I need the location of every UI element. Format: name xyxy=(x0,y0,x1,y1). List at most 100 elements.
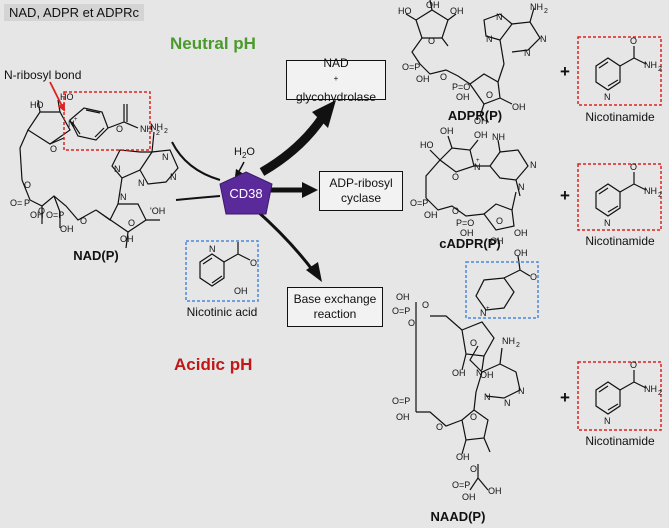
nicotinamide-highlight-box xyxy=(63,91,151,151)
svg-text:O: O xyxy=(422,300,429,310)
cadpr-structure xyxy=(425,135,529,231)
svg-text:N: N xyxy=(518,386,525,396)
nicotinamide-label-1: Nicotinamide xyxy=(585,110,655,124)
svg-text:N: N xyxy=(170,172,177,182)
svg-text:O: O xyxy=(50,144,57,154)
svg-text:+: + xyxy=(476,158,480,164)
svg-text:NH: NH xyxy=(644,384,657,394)
svg-text:P=O: P=O xyxy=(456,218,474,228)
svg-text:O: O xyxy=(496,216,503,226)
svg-text:+: + xyxy=(74,117,78,123)
svg-text:OH: OH xyxy=(450,6,464,16)
svg-text:O=P: O=P xyxy=(392,306,410,316)
base-exchange-box: Base exchange reaction xyxy=(287,287,383,327)
svg-text:N: N xyxy=(138,178,145,188)
arrow-to-glycohydrolase xyxy=(259,115,326,176)
svg-text:O: O xyxy=(38,206,45,216)
svg-text:O: O xyxy=(486,90,493,100)
nicotinamide-label-3: Nicotinamide xyxy=(585,434,655,448)
svg-text:'OH: 'OH xyxy=(150,206,165,216)
svg-text:O: O xyxy=(436,422,443,432)
n-ribosyl-bond-label: N-ribosyl bond xyxy=(4,68,82,82)
svg-text:OH: OH xyxy=(60,224,74,234)
svg-text:O: O xyxy=(250,258,257,268)
svg-text:N: N xyxy=(604,416,611,426)
svg-text:O: O xyxy=(530,272,537,282)
naadp-label: NAAD(P) xyxy=(430,509,486,524)
svg-text:2: 2 xyxy=(658,390,662,397)
neutral-ph-label: Neutral pH xyxy=(170,34,256,53)
svg-text:2: 2 xyxy=(658,66,662,73)
svg-text:OH: OH xyxy=(514,248,528,258)
svg-text:NH: NH xyxy=(644,60,657,70)
svg-text:OH: OH xyxy=(424,210,438,220)
plus-sign-3: + xyxy=(560,388,570,407)
svg-text:+: + xyxy=(486,306,490,312)
svg-text:2: 2 xyxy=(164,128,168,135)
bond-pointer-arrow xyxy=(49,81,65,112)
svg-text:O: O xyxy=(630,162,637,172)
svg-text:OH: OH xyxy=(426,0,440,10)
svg-text:N: N xyxy=(530,160,537,170)
svg-text:N: N xyxy=(209,244,216,254)
svg-text:NH: NH xyxy=(502,336,515,346)
svg-text:N: N xyxy=(486,34,493,44)
svg-text:O=P: O=P xyxy=(46,210,64,220)
svg-text:P: P xyxy=(24,198,30,208)
figure-title: NAD, ADPR et ADPRc xyxy=(4,4,145,21)
svg-text:OH: OH xyxy=(490,236,504,246)
svg-text:N: N xyxy=(68,119,75,129)
svg-text:OH: OH xyxy=(120,234,134,244)
svg-text:O=P: O=P xyxy=(452,480,470,490)
water-label: H2O xyxy=(234,146,255,160)
svg-text:OH: OH xyxy=(460,228,474,238)
enzyme-label: CD38 xyxy=(229,186,263,201)
svg-text:OH: OH xyxy=(416,74,430,84)
svg-text:OH: OH xyxy=(396,292,410,302)
glycohydrolase-box: NAD+ glycohydrolase xyxy=(286,56,386,104)
svg-text:2: 2 xyxy=(516,342,520,349)
svg-text:NH: NH xyxy=(492,132,505,142)
svg-text:HO: HO xyxy=(398,6,412,16)
svg-text:O: O xyxy=(452,172,459,182)
svg-text:OH: OH xyxy=(396,412,410,422)
svg-text:N: N xyxy=(604,92,611,102)
svg-text:N: N xyxy=(504,398,511,408)
svg-text:OH: OH xyxy=(480,370,494,380)
nicotinamide-label-2: Nicotinamide xyxy=(585,234,655,248)
svg-text:N: N xyxy=(524,48,531,58)
plus-sign-2: + xyxy=(560,186,570,205)
svg-text:2: 2 xyxy=(156,130,160,137)
naad-structure xyxy=(415,255,531,491)
svg-text:OH: OH xyxy=(514,228,528,238)
acidic-ph-label: Acidic pH xyxy=(174,355,253,374)
svg-text:OH: OH xyxy=(30,210,44,220)
svg-text:N: N xyxy=(120,192,127,202)
svg-text:2: 2 xyxy=(544,8,548,15)
svg-text:O=P: O=P xyxy=(392,396,410,406)
svg-text:NH: NH xyxy=(644,186,657,196)
svg-text:N: N xyxy=(474,162,481,172)
svg-text:O: O xyxy=(470,412,477,422)
cyclase-box: ADP-ribosyl cyclase xyxy=(319,171,403,211)
plus-sign-1: + xyxy=(560,62,570,81)
svg-text:NH: NH xyxy=(150,122,163,132)
svg-text:N: N xyxy=(162,152,169,162)
water-text: H2O xyxy=(234,146,255,161)
cyclase-line2: cyclase xyxy=(340,191,381,205)
svg-text:O: O xyxy=(440,72,447,82)
svg-text:N: N xyxy=(114,164,121,174)
svg-text:O: O xyxy=(470,338,477,348)
svg-text:OH: OH xyxy=(462,492,476,502)
svg-text:O=P: O=P xyxy=(410,198,428,208)
svg-text:OH: OH xyxy=(456,92,470,102)
nad-structure xyxy=(19,99,179,249)
svg-text:O: O xyxy=(408,318,415,328)
svg-text:O: O xyxy=(24,180,31,190)
